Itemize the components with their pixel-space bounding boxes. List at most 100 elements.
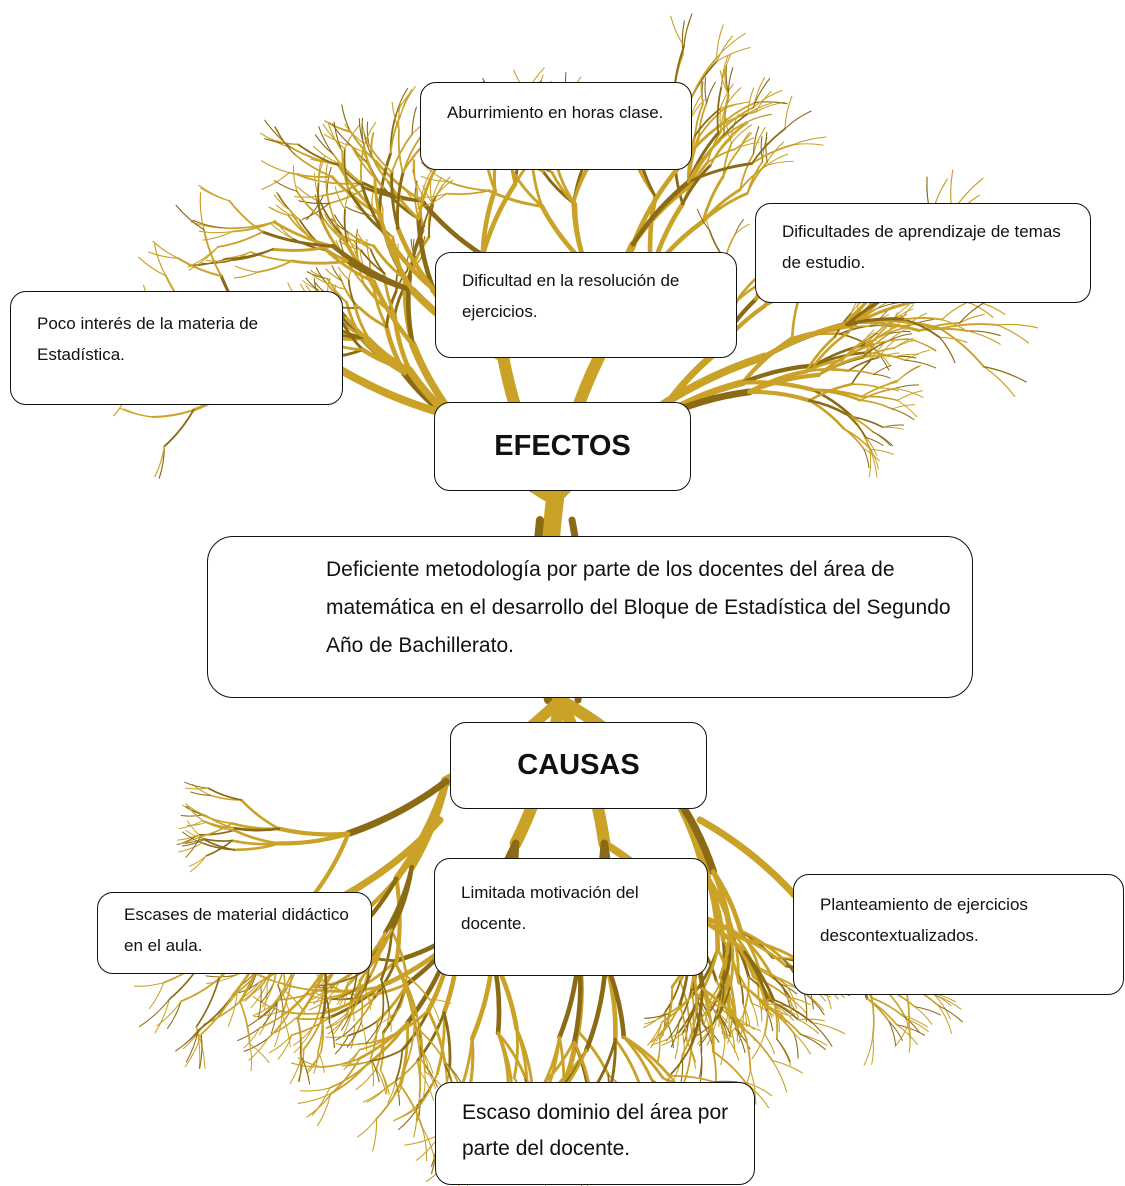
branch xyxy=(325,1012,348,1029)
branch xyxy=(428,203,435,238)
branch xyxy=(201,842,236,851)
branch xyxy=(908,338,937,352)
branch xyxy=(414,1025,426,1073)
branch xyxy=(891,408,915,421)
effect-text: Aburrimiento en horas clase. xyxy=(447,103,664,122)
branch xyxy=(712,1050,747,1084)
branch xyxy=(966,330,1001,337)
branch xyxy=(358,118,365,144)
branch xyxy=(262,1001,278,1026)
branch xyxy=(198,829,235,836)
branch xyxy=(656,1035,661,1062)
branch xyxy=(730,122,749,139)
branch xyxy=(325,1035,349,1038)
branch xyxy=(273,194,292,212)
branch xyxy=(152,240,179,259)
branch xyxy=(771,1060,788,1093)
causes-heading: CAUSAS xyxy=(450,722,707,809)
branch xyxy=(400,86,416,116)
branch xyxy=(870,448,879,470)
branch xyxy=(339,232,376,284)
branch xyxy=(379,1069,390,1095)
branch xyxy=(184,838,204,844)
branch xyxy=(888,311,899,335)
branch xyxy=(914,1006,941,1016)
branch xyxy=(341,150,350,192)
branch xyxy=(683,13,693,47)
branch xyxy=(754,76,766,104)
branch xyxy=(743,937,798,960)
branch xyxy=(278,989,321,1001)
branch xyxy=(715,32,747,59)
branch xyxy=(860,395,899,402)
branch xyxy=(776,1038,791,1063)
branch xyxy=(630,179,691,247)
branch xyxy=(644,1013,668,1019)
branch xyxy=(291,1062,323,1068)
branch xyxy=(894,384,920,390)
cause-box-limitada-motivacion: Limitada motivación del docente. xyxy=(434,858,708,976)
branch xyxy=(762,322,850,359)
branch xyxy=(182,839,205,847)
branch xyxy=(878,340,895,358)
branch xyxy=(789,997,811,1006)
cause-box-planteamiento-ejercicios: Planteamiento de ejercicios descontextua… xyxy=(793,874,1124,995)
branch xyxy=(369,1020,379,1060)
branch xyxy=(701,987,715,1054)
branch xyxy=(882,426,904,430)
branch xyxy=(996,324,1030,344)
branch xyxy=(747,389,812,403)
branch xyxy=(216,231,264,248)
branch xyxy=(772,998,813,1024)
branch xyxy=(199,822,233,838)
cause-text: Planteamiento de ejercicios descontextua… xyxy=(820,895,1028,945)
branch xyxy=(418,193,448,199)
branch xyxy=(754,101,788,105)
branch xyxy=(879,379,900,389)
branch xyxy=(399,1084,423,1128)
branch xyxy=(346,1021,362,1048)
branch xyxy=(738,132,753,150)
branch xyxy=(742,1003,748,1027)
branch xyxy=(344,123,365,144)
branch xyxy=(428,998,452,1004)
branch xyxy=(894,353,919,358)
branch xyxy=(394,1106,419,1121)
branch xyxy=(273,180,298,192)
branch xyxy=(747,369,809,394)
branch xyxy=(297,1048,305,1083)
branch xyxy=(317,981,340,987)
branch xyxy=(515,1027,534,1088)
branch xyxy=(850,383,882,389)
branch xyxy=(996,323,1039,329)
branch xyxy=(650,1021,663,1049)
branch xyxy=(301,202,330,220)
branch xyxy=(681,163,712,206)
effect-text: Dificultad en la resolución de ejercicio… xyxy=(462,271,680,321)
branch xyxy=(342,816,444,899)
branch xyxy=(934,994,962,1010)
branch xyxy=(799,1033,826,1051)
branch xyxy=(888,1021,897,1047)
branch xyxy=(297,1057,323,1068)
branch xyxy=(696,816,798,899)
branch xyxy=(322,123,346,150)
branch xyxy=(864,327,905,346)
branch xyxy=(720,53,732,88)
branch xyxy=(277,984,284,1014)
branch xyxy=(939,323,998,330)
branch xyxy=(347,188,386,235)
branch xyxy=(743,937,773,977)
branch xyxy=(705,998,726,1035)
branch xyxy=(411,106,417,135)
branch xyxy=(863,448,880,462)
branch xyxy=(344,1049,361,1065)
branch xyxy=(391,102,400,131)
branch xyxy=(293,1026,314,1046)
branch xyxy=(766,998,800,1021)
branch xyxy=(382,1006,401,1023)
branch xyxy=(428,998,441,1023)
branch xyxy=(487,189,544,208)
branch xyxy=(870,997,903,1017)
branch xyxy=(730,124,753,144)
